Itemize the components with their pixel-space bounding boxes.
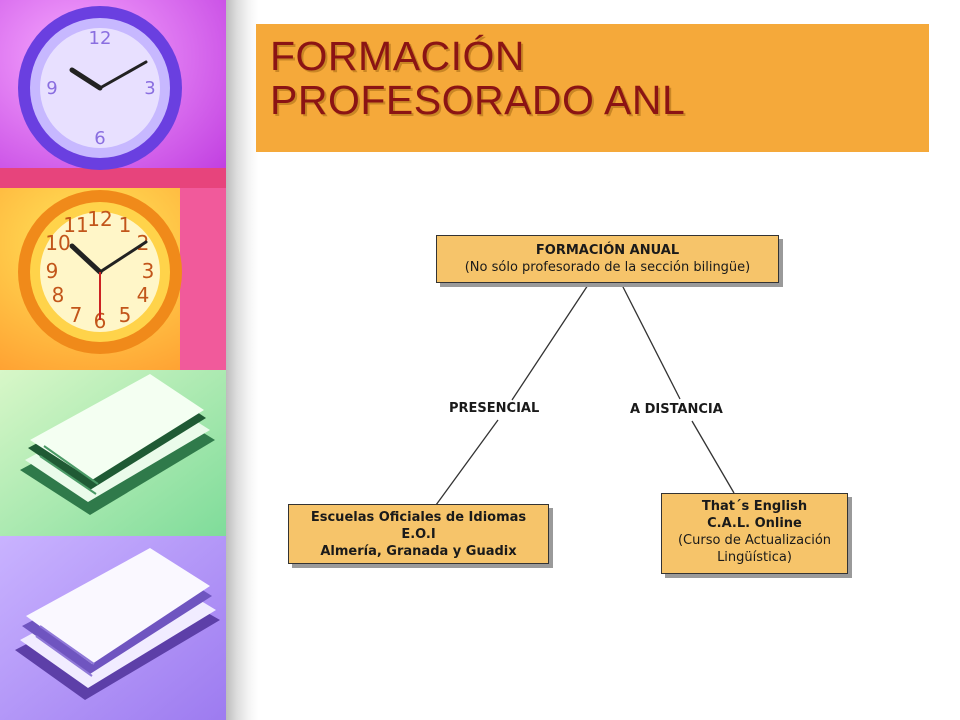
title-banner: FORMACIÓN PROFESORADO ANL: [256, 24, 929, 152]
root-heading: FORMACIÓN ANUAL: [535, 243, 680, 258]
svg-text:11: 11: [63, 213, 88, 237]
svg-text:8: 8: [52, 283, 65, 307]
node-presencial: Escuelas Oficiales de Idiomas E.O.I Alme…: [288, 504, 549, 564]
node-a-distancia: That´s English C.A.L. Online (Curso de A…: [661, 493, 848, 574]
branch-label-a-distancia: A DISTANCIA: [630, 402, 723, 417]
sidebar-shadow: [226, 0, 258, 720]
svg-text:1: 1: [119, 213, 132, 237]
connector-root-distancia-upper: [621, 284, 681, 400]
svg-text:12: 12: [87, 207, 112, 231]
lilac-papers-image: [0, 536, 226, 720]
svg-text:5: 5: [119, 303, 132, 327]
branch-label-presencial: PRESENCIAL: [449, 401, 540, 416]
root-node: FORMACIÓN ANUAL (No sólo profesorado de …: [436, 235, 779, 283]
svg-text:6: 6: [94, 309, 107, 333]
svg-text:9: 9: [46, 259, 59, 283]
node-distancia-line-3: (Curso de Actualización: [677, 533, 832, 548]
svg-text:12: 12: [89, 28, 112, 49]
node-distancia-line-2: C.A.L. Online: [707, 516, 802, 531]
title-line-2: PROFESORADO ANL: [270, 77, 686, 123]
svg-text:6: 6: [94, 128, 105, 149]
purple-clock-image: 12 3 6 9: [0, 0, 226, 188]
green-papers-image: [0, 370, 226, 536]
svg-text:4: 4: [137, 283, 150, 307]
svg-text:9: 9: [46, 78, 57, 99]
root-subtitle: (No sólo profesorado de la sección bilin…: [464, 260, 751, 275]
svg-text:3: 3: [142, 259, 155, 283]
node-presencial-line-2: E.O.I: [401, 527, 436, 542]
connector-root-presencial-lower: [435, 419, 499, 506]
connector-root-distancia-lower: [691, 420, 735, 494]
svg-text:3: 3: [144, 78, 155, 99]
svg-text:10: 10: [45, 231, 70, 255]
title-line-1: FORMACIÓN: [270, 33, 526, 79]
node-presencial-line-3: Almería, Granada y Guadix: [320, 544, 517, 559]
node-distancia-line-1: That´s English: [701, 499, 808, 514]
connector-root-presencial-upper: [511, 284, 589, 401]
svg-text:7: 7: [70, 303, 83, 327]
node-presencial-line-1: Escuelas Oficiales de Idiomas: [310, 510, 527, 525]
node-distancia-line-4: Lingüística): [717, 550, 792, 565]
